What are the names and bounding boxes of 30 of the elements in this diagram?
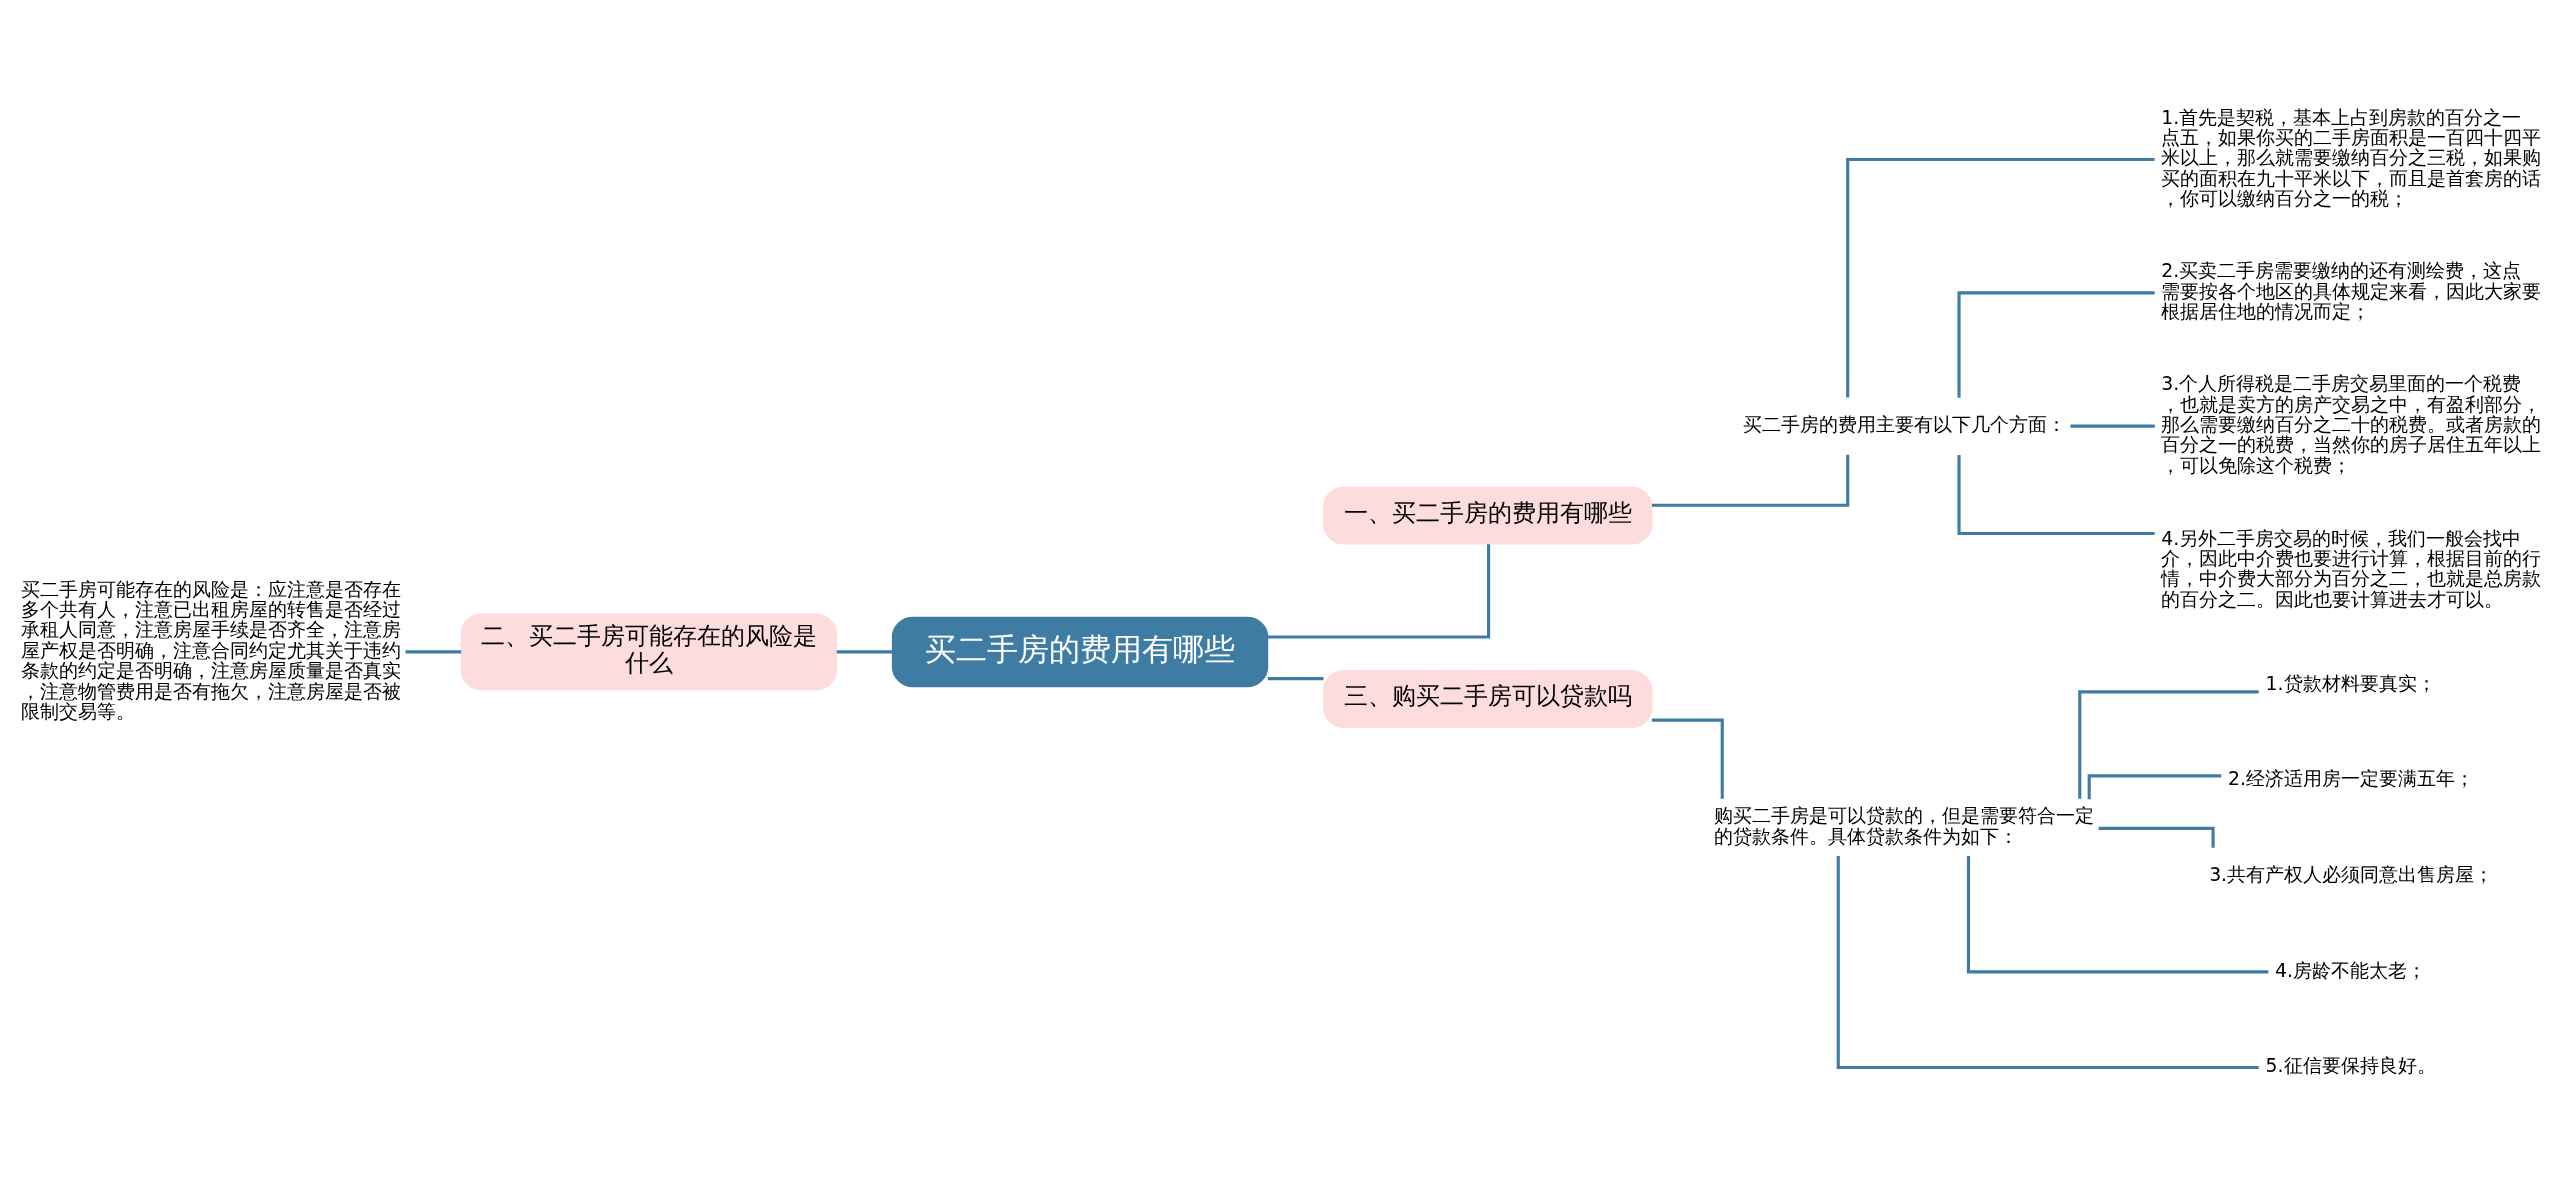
connector — [2070, 424, 2155, 428]
node-text: 1.贷款材料要真实； — [2265, 672, 2436, 694]
node-text: 4.另外二手房交易的时候，我们一般会找中介，因此中介费也要进行计算，根据目前的行情，中介费大部分为百分之二，也就是总房款的百分之二。因此也要计算进去才可以。 — [2161, 527, 2542, 610]
connector — [1267, 676, 1324, 680]
connector — [1651, 454, 1850, 507]
node-box: 一、买二手房的费用有哪些 — [1323, 486, 1653, 544]
connector — [2078, 689, 2259, 799]
node-text: 买二手房的费用主要有以下几个方面： — [1742, 413, 2066, 435]
node-text: 2.经济适用房一定要满五年； — [2227, 767, 2474, 789]
node-text: 4.房龄不能太老； — [2275, 959, 2426, 981]
connector — [1846, 157, 2155, 398]
node-text: 2.买卖二手房需要缴纳的还有测绘费，这点需要按各个地区的具体规定来看，因此大家要根据居住地的情况而定； — [2161, 259, 2542, 322]
connector — [1966, 855, 2269, 973]
connector — [1651, 718, 1724, 799]
node-text: 买二手房可能存在的风险是：应注意是否存在多个共有人，注意已出租房屋的转售是否经过承租人同意，注意房屋手续是否齐全，注意房屋产权是否明确，注意合同约定尤其关于违约条款的约定是否明确，注意房屋质量是否真实，注意物管费用是否有拖欠，注意房屋是否被限制交易等。 — [20, 578, 401, 722]
node-text: 3.共有产权人必须同意出售房屋； — [2209, 863, 2494, 885]
connector — [2087, 773, 2222, 799]
node-text: 1.首先是契税，基本上占到房款的百分之一点五，如果你买的二手房面积是一百四十四平米以上，那么就需要缴纳百分之三税，如果购买的面积在九十平米以下，而且是首套房的话，你可以缴纳百分之一的税； — [2161, 106, 2542, 209]
connector — [1957, 454, 2155, 535]
connector — [1836, 855, 2259, 1069]
node-box: 三、购买二手房可以贷款吗 — [1323, 669, 1653, 728]
connector — [405, 649, 462, 653]
node-text: 5.征信要保持良好。 — [2265, 1054, 2436, 1076]
connector — [1267, 543, 1491, 639]
node-text: 3.个人所得税是二手房交易里面的一个税费，也就是卖方的房产交易之中，有盈利部分，那么需要缴纳百分之二十的税费。或者房款的百分之一的税费，当然你的房子居住五年以上，可以免除这个税费； — [2161, 372, 2542, 476]
node-box: 买二手房的费用有哪些 — [891, 616, 1269, 687]
connector — [1957, 290, 2155, 398]
node-text: 购买二手房是可以贷款的，但是需要符合一定的贷款条件。具体贷款条件为如下： — [1714, 804, 2095, 847]
node-box: 二、买二手房可能存在的风险是什么 — [460, 613, 837, 690]
connector — [836, 649, 893, 653]
